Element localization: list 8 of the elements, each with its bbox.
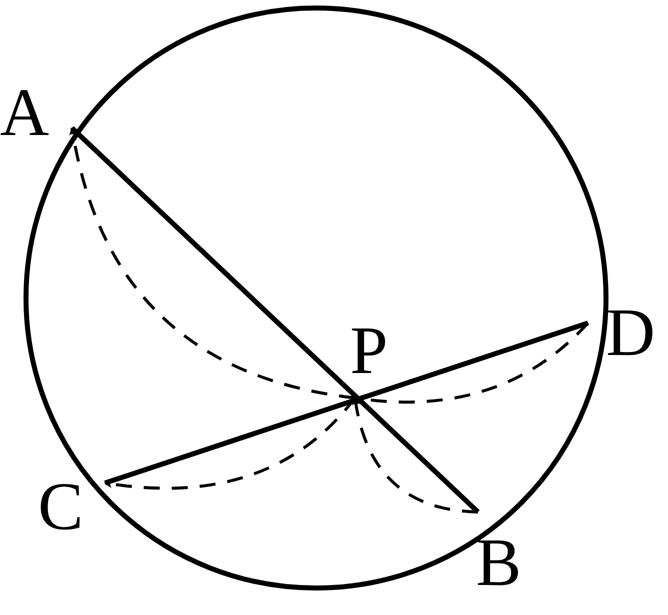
dashed-arc-arrow	[69, 127, 356, 400]
chord-line	[70, 126, 480, 514]
point-label: D	[606, 298, 656, 366]
point-label: A	[0, 78, 50, 146]
point-label: P	[350, 316, 388, 384]
point-label: C	[38, 472, 84, 540]
point-label: B	[476, 528, 522, 596]
chord-line	[104, 320, 589, 486]
